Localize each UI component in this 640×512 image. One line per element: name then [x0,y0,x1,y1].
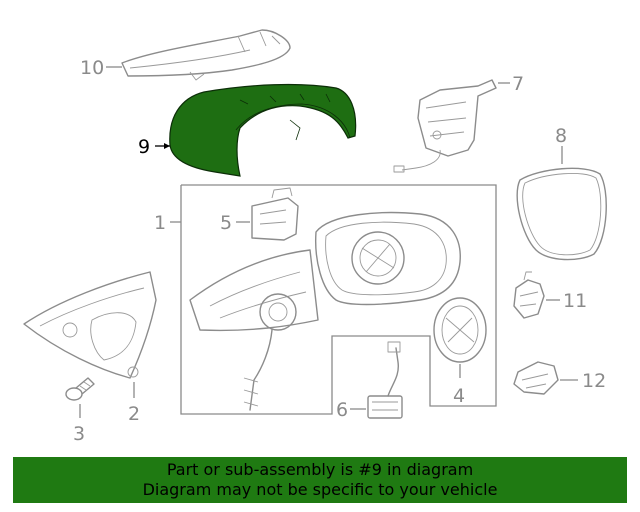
callout-4[interactable]: 4 [453,385,465,407]
callout-9[interactable]: 9 [138,136,150,158]
callout-10[interactable]: 10 [80,57,104,79]
part-7-glass-actuator[interactable] [393,79,497,173]
callout-5[interactable]: 5 [220,212,232,234]
mirror-housing-assembly [189,211,461,411]
callout-2[interactable]: 2 [128,403,140,425]
callout-3[interactable]: 3 [73,423,85,445]
arrow-9 [164,143,170,149]
callout-8[interactable]: 8 [555,125,567,147]
part-3-screw[interactable] [65,377,95,401]
part-8-mirror-glass[interactable] [516,167,607,261]
callout-1[interactable]: 1 [154,212,166,234]
assembly-box [180,184,497,415]
banner-line-1: Part or sub-assembly is #9 in diagram [166,460,474,479]
part-5-motor[interactable] [251,187,299,241]
banner-line-2: Diagram may not be specific to your vehi… [142,480,498,499]
parts-diagram: 10 9 7 8 1 5 [23,29,607,445]
part-info-banner: Part or sub-assembly is #9 in diagram Di… [13,457,627,503]
callout-11[interactable]: 11 [563,290,587,312]
part-11-sensor[interactable] [513,271,545,319]
part-10-turn-signal[interactable] [121,29,291,81]
callout-7[interactable]: 7 [512,73,524,95]
callout-12[interactable]: 12 [582,370,606,392]
part-6-wiring-module[interactable] [367,341,403,419]
part-2-sail-panel[interactable] [23,271,157,379]
part-4-motor-disc[interactable] [433,297,487,363]
callout-6[interactable]: 6 [336,399,348,421]
part-9-mirror-cover[interactable] [169,83,357,177]
part-12-camera[interactable] [513,361,559,395]
